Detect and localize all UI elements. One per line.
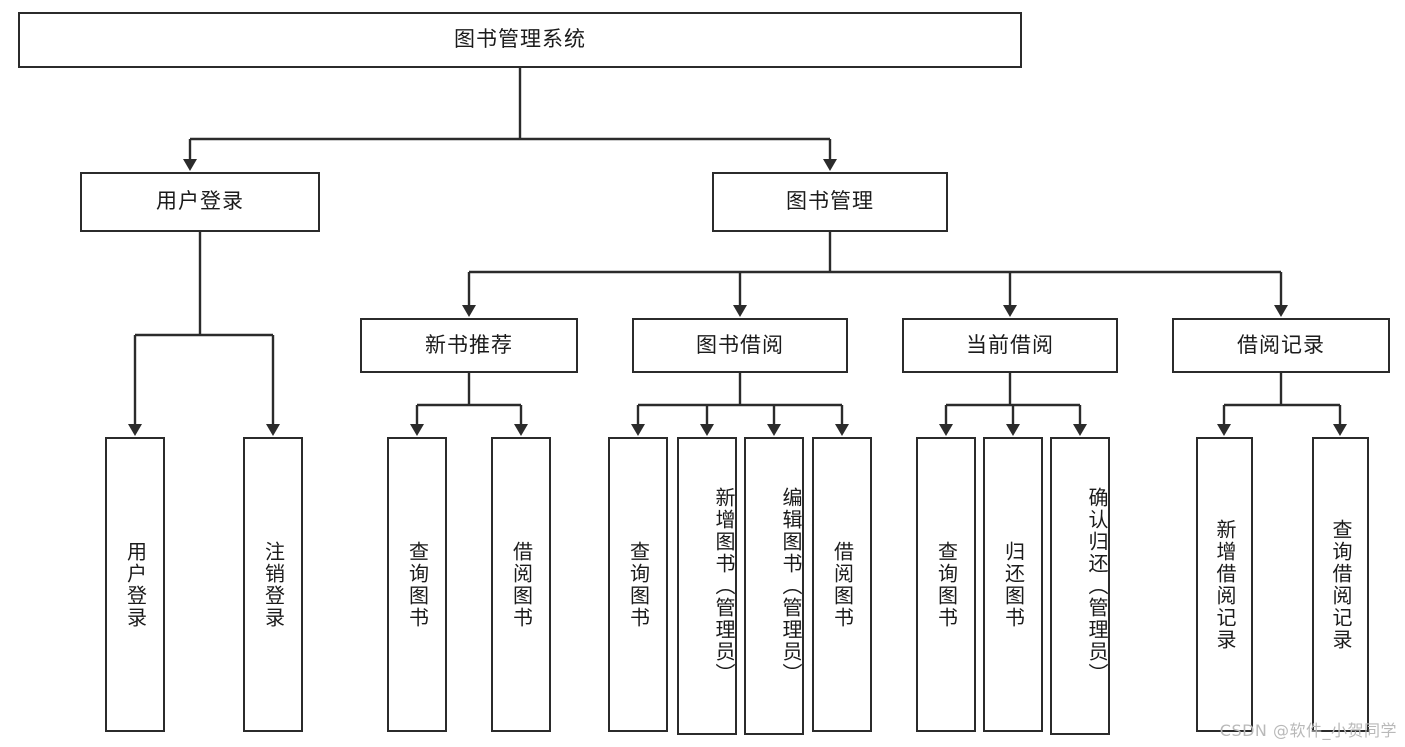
node-label: 注销登录 xyxy=(261,540,286,629)
node-leaf-record-query-record[interactable]: 查询借阅记录 xyxy=(1312,437,1369,732)
node-borrow-record[interactable]: 借阅记录 xyxy=(1172,318,1390,373)
node-leaf-login-logout[interactable]: 注销登录 xyxy=(243,437,303,732)
node-leaf-record-add-record[interactable]: 新增借阅记录 xyxy=(1196,437,1253,732)
node-label: 借阅图书 xyxy=(509,540,534,629)
node-label: 查询图书 xyxy=(626,540,651,629)
node-leaf-borrow-query-book[interactable]: 查询图书 xyxy=(608,437,668,732)
node-label: 编辑图书（管理员） xyxy=(779,487,803,685)
node-user-login[interactable]: 用户登录 xyxy=(80,172,320,232)
node-label: 当前借阅 xyxy=(966,332,1054,357)
watermark-text: CSDN @软件_小贺同学 xyxy=(1219,721,1397,740)
node-book-manage[interactable]: 图书管理 xyxy=(712,172,948,232)
node-current-borrow[interactable]: 当前借阅 xyxy=(902,318,1118,373)
node-leaf-borrow-edit-book-admin[interactable]: 编辑图书（管理员） xyxy=(744,437,804,735)
node-label: 用户登录 xyxy=(123,540,148,629)
node-new-book-recommend[interactable]: 新书推荐 xyxy=(360,318,578,373)
node-label: 查询图书 xyxy=(934,540,959,629)
node-label: 图书管理 xyxy=(786,189,874,214)
node-label: 新增图书（管理员） xyxy=(712,487,736,685)
node-leaf-current-confirm-return-admin[interactable]: 确认归还（管理员） xyxy=(1050,437,1110,735)
node-label: 查询图书 xyxy=(405,540,430,629)
node-book-borrow[interactable]: 图书借阅 xyxy=(632,318,848,373)
node-leaf-login-user-login[interactable]: 用户登录 xyxy=(105,437,165,732)
node-label: 新书推荐 xyxy=(425,332,513,357)
node-label: 图书借阅 xyxy=(696,332,784,357)
node-label: 确认归还（管理员） xyxy=(1085,487,1109,685)
node-label: 查询借阅记录 xyxy=(1329,518,1353,651)
node-leaf-borrow-add-book-admin[interactable]: 新增图书（管理员） xyxy=(677,437,737,735)
node-label: 用户登录 xyxy=(156,189,244,214)
node-leaf-recommend-query-book[interactable]: 查询图书 xyxy=(387,437,447,732)
node-leaf-recommend-borrow-book[interactable]: 借阅图书 xyxy=(491,437,551,732)
node-leaf-current-return-book[interactable]: 归还图书 xyxy=(983,437,1043,732)
node-label: 新增借阅记录 xyxy=(1213,518,1237,651)
node-label: 借阅图书 xyxy=(830,540,855,629)
node-leaf-current-query-book[interactable]: 查询图书 xyxy=(916,437,976,732)
node-root-system[interactable]: 图书管理系统 xyxy=(18,12,1022,68)
node-label: 借阅记录 xyxy=(1237,332,1325,357)
node-label: 归还图书 xyxy=(1001,540,1026,629)
node-label: 图书管理系统 xyxy=(454,27,586,52)
node-leaf-borrow-borrow-book[interactable]: 借阅图书 xyxy=(812,437,872,732)
